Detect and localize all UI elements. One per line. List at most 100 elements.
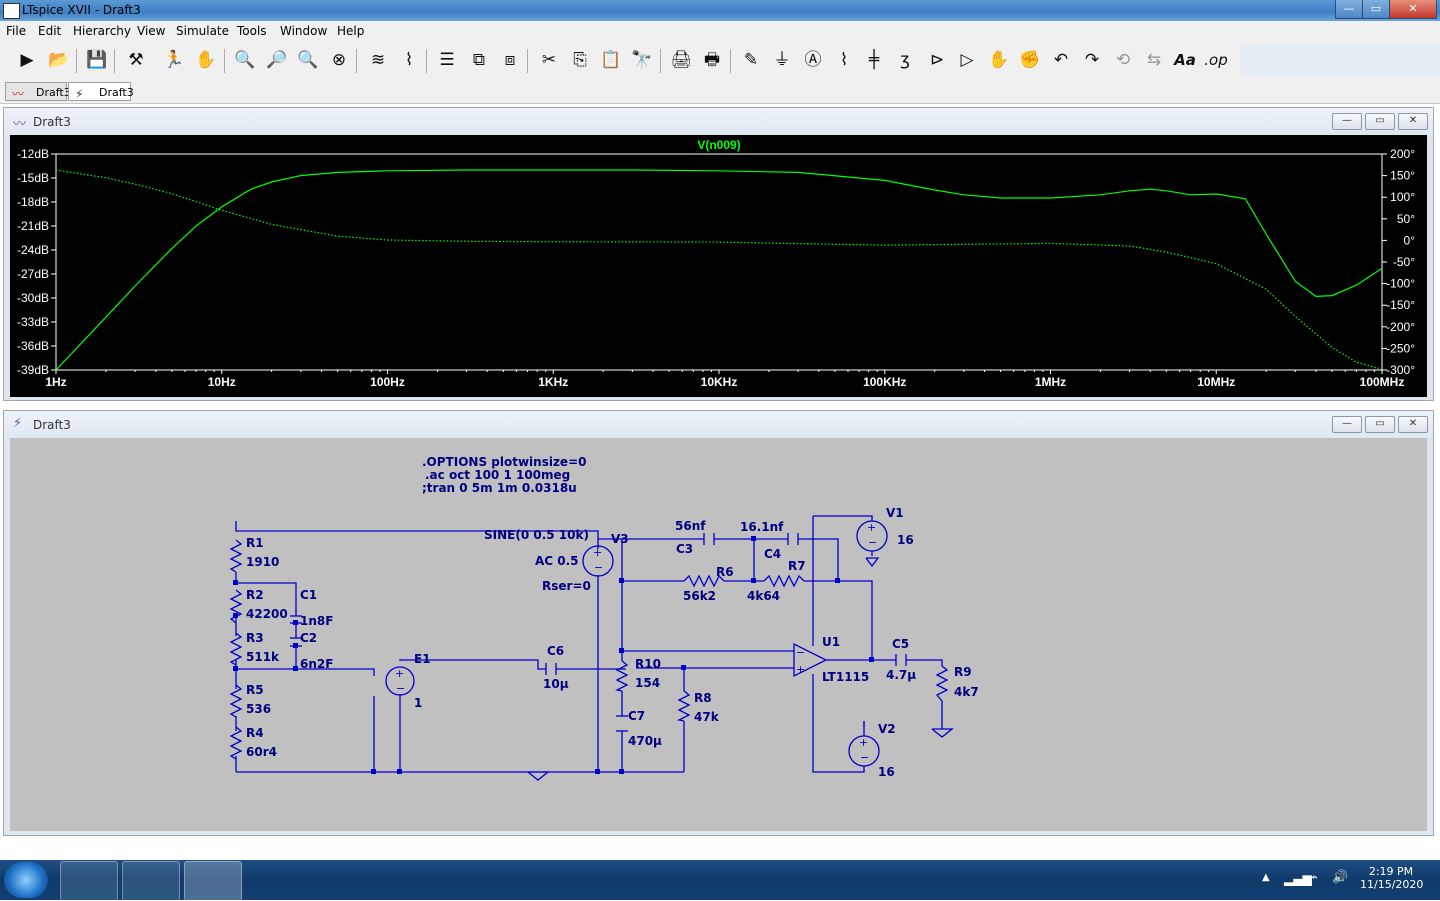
tab-plot-draft3[interactable]: 〰 Draft3	[5, 82, 71, 101]
taskbar-firefox-icon[interactable]	[122, 861, 180, 901]
directive-ac[interactable]: .ac oct 100 1 100meg	[425, 468, 570, 482]
menu-simulate[interactable]: Simulate	[176, 24, 230, 38]
tab-label: Draft3	[99, 86, 134, 99]
spice-directive-icon[interactable]: .op	[1204, 51, 1228, 69]
menu-view[interactable]: View	[137, 24, 166, 38]
start-button[interactable]	[4, 862, 48, 898]
menu-window[interactable]: Window	[280, 24, 328, 38]
svg-text:LT1115: LT1115	[822, 670, 869, 684]
schematic-window-titlebar: ⚡ Draft3 — ▭ ✕	[4, 411, 1433, 438]
dependent-source-e1	[385, 666, 415, 696]
tab-schematic-draft3[interactable]: ⚡ Draft3	[68, 82, 134, 101]
network-icon[interactable]: ▂▄▆	[1284, 872, 1312, 886]
menu-hierarchy[interactable]: Hierarchy	[73, 24, 132, 38]
label-net-icon[interactable]: Ⓐ	[804, 50, 822, 70]
schematic-canvas[interactable]: .OPTIONS plotwinsize=0 .ac oct 100 1 100…	[10, 438, 1427, 831]
zoom-out-icon[interactable]: 🔍	[297, 50, 319, 70]
tile-horizontal-icon[interactable]: ☰	[439, 50, 455, 70]
waveform-icon: 〰	[13, 117, 27, 132]
print-setup-icon[interactable]: 🖨	[670, 50, 692, 70]
wires	[235, 515, 943, 773]
schematic-icon: ⚡	[75, 87, 84, 101]
power-icon[interactable]: ⌁	[1310, 870, 1318, 885]
directive-tran[interactable]: ;tran 0 5m 1m 0.0318u	[422, 481, 577, 495]
print-icon[interactable]: 🖶	[703, 50, 721, 70]
control-panel-icon[interactable]: ⚒	[128, 50, 144, 70]
resistor-r5	[229, 684, 243, 718]
cascade-icon[interactable]: ⧉	[472, 50, 486, 70]
mirror-icon[interactable]: ⇆	[1146, 50, 1162, 70]
diode-icon[interactable]: ⊳	[929, 50, 945, 70]
svg-text:511k: 511k	[246, 650, 280, 664]
right-tick-labels: 200°150°100°50°0°-50°-100°-150°-200°-250…	[1382, 147, 1415, 377]
zoom-full-icon[interactable]: 🔎	[266, 50, 288, 70]
rotate-icon[interactable]: ⟲	[1115, 50, 1131, 70]
close-button[interactable]: ✕	[1389, 0, 1437, 19]
x-tick-label: 100Hz	[370, 375, 405, 389]
inductor-icon[interactable]: ʒ	[900, 50, 910, 70]
tile-vertical-icon[interactable]: ⧈	[504, 50, 516, 70]
move-icon[interactable]: ✋	[988, 50, 1010, 70]
svg-text:+: +	[593, 546, 602, 559]
right-tick-label: -50°	[1393, 255, 1415, 269]
left-tick-label: -18dB	[17, 195, 49, 209]
plot-background	[10, 135, 1427, 397]
svg-text:6n2F: 6n2F	[300, 657, 333, 671]
open-icon[interactable]: 📂	[48, 50, 70, 70]
find-icon[interactable]: 🔭	[631, 50, 653, 70]
clock[interactable]: 2:19 PM 11/15/2020	[1360, 865, 1423, 891]
paste-icon[interactable]: 📋	[600, 50, 622, 70]
redo-icon[interactable]: ↷	[1084, 50, 1100, 70]
right-tick-label: -250°	[1386, 341, 1415, 355]
schematic-maximize-button[interactable]: ▭	[1365, 416, 1395, 433]
minimize-button[interactable]: —	[1335, 0, 1363, 19]
volume-icon[interactable]: 🔊	[1332, 870, 1349, 885]
resistor-r3	[229, 632, 243, 666]
run-icon[interactable]: ▶	[20, 50, 34, 70]
zoom-cancel-icon[interactable]: ⊗	[331, 50, 347, 70]
ground-icon[interactable]: ⏚	[773, 50, 791, 70]
menu-tools[interactable]: Tools	[237, 24, 267, 38]
plot-close-button[interactable]: ✕	[1398, 113, 1428, 130]
waveform-icon[interactable]: ⌇	[404, 50, 414, 70]
taskbar-explorer-icon[interactable]	[60, 861, 118, 901]
right-tick-label: -300°	[1386, 363, 1415, 377]
plot-window: 〰 Draft3 — ▭ ✕ V(n009) -12dB-15dB-18dB-2…	[3, 107, 1434, 401]
svg-text:SINE(0 0.5 10k): SINE(0 0.5 10k)	[484, 528, 589, 542]
save-icon[interactable]: 💾	[86, 50, 108, 70]
show-hidden-icons[interactable]: ▲	[1262, 872, 1270, 883]
cut-icon[interactable]: ✂	[541, 50, 557, 70]
menu-help[interactable]: Help	[337, 24, 365, 38]
undo-icon[interactable]: ↶	[1053, 50, 1069, 70]
maximize-button[interactable]: ▭	[1362, 0, 1390, 19]
zoom-in-icon[interactable]: 🔍	[234, 50, 256, 70]
component-icon[interactable]: ▷	[960, 50, 974, 70]
magnitude-trace[interactable]	[55, 169, 1383, 371]
pan-icon[interactable]: ✋	[195, 50, 217, 70]
schematic-close-button[interactable]: ✕	[1398, 416, 1428, 433]
resistor-r7	[763, 574, 805, 588]
phase-trace[interactable]	[55, 169, 1383, 370]
resistor-icon[interactable]: ⌇	[839, 50, 849, 70]
directive-options[interactable]: .OPTIONS plotwinsize=0	[422, 455, 586, 469]
bode-plot[interactable]: V(n009) -12dB-15dB-18dB-21dB-24dB-27dB-3…	[10, 135, 1427, 397]
svg-text:+: +	[867, 521, 876, 534]
drag-icon[interactable]: ✊	[1019, 50, 1041, 70]
text-icon[interactable]: Aa	[1174, 51, 1196, 69]
draw-wire-icon[interactable]: ✎	[743, 50, 759, 70]
ltspice-app-icon	[3, 3, 20, 19]
autorange-icon[interactable]: ≋	[370, 50, 386, 70]
taskbar-ltspice-icon[interactable]	[184, 861, 242, 901]
menu-edit[interactable]: Edit	[38, 24, 62, 38]
schematic-minimize-button[interactable]: —	[1332, 416, 1362, 433]
plot-minimize-button[interactable]: —	[1332, 113, 1362, 130]
capacitor-icon[interactable]: ╪	[868, 50, 880, 70]
svg-text:+: +	[859, 736, 868, 749]
svg-text:R7: R7	[788, 559, 806, 573]
plot-maximize-button[interactable]: ▭	[1365, 113, 1395, 130]
schematic-window-title: Draft3	[33, 418, 71, 432]
halt-icon[interactable]: 🏃	[163, 50, 185, 70]
pin-marks: +− +− +− +− −+	[395, 521, 877, 764]
menu-file[interactable]: File	[6, 24, 27, 38]
copy-icon[interactable]: ⎘	[573, 50, 587, 70]
